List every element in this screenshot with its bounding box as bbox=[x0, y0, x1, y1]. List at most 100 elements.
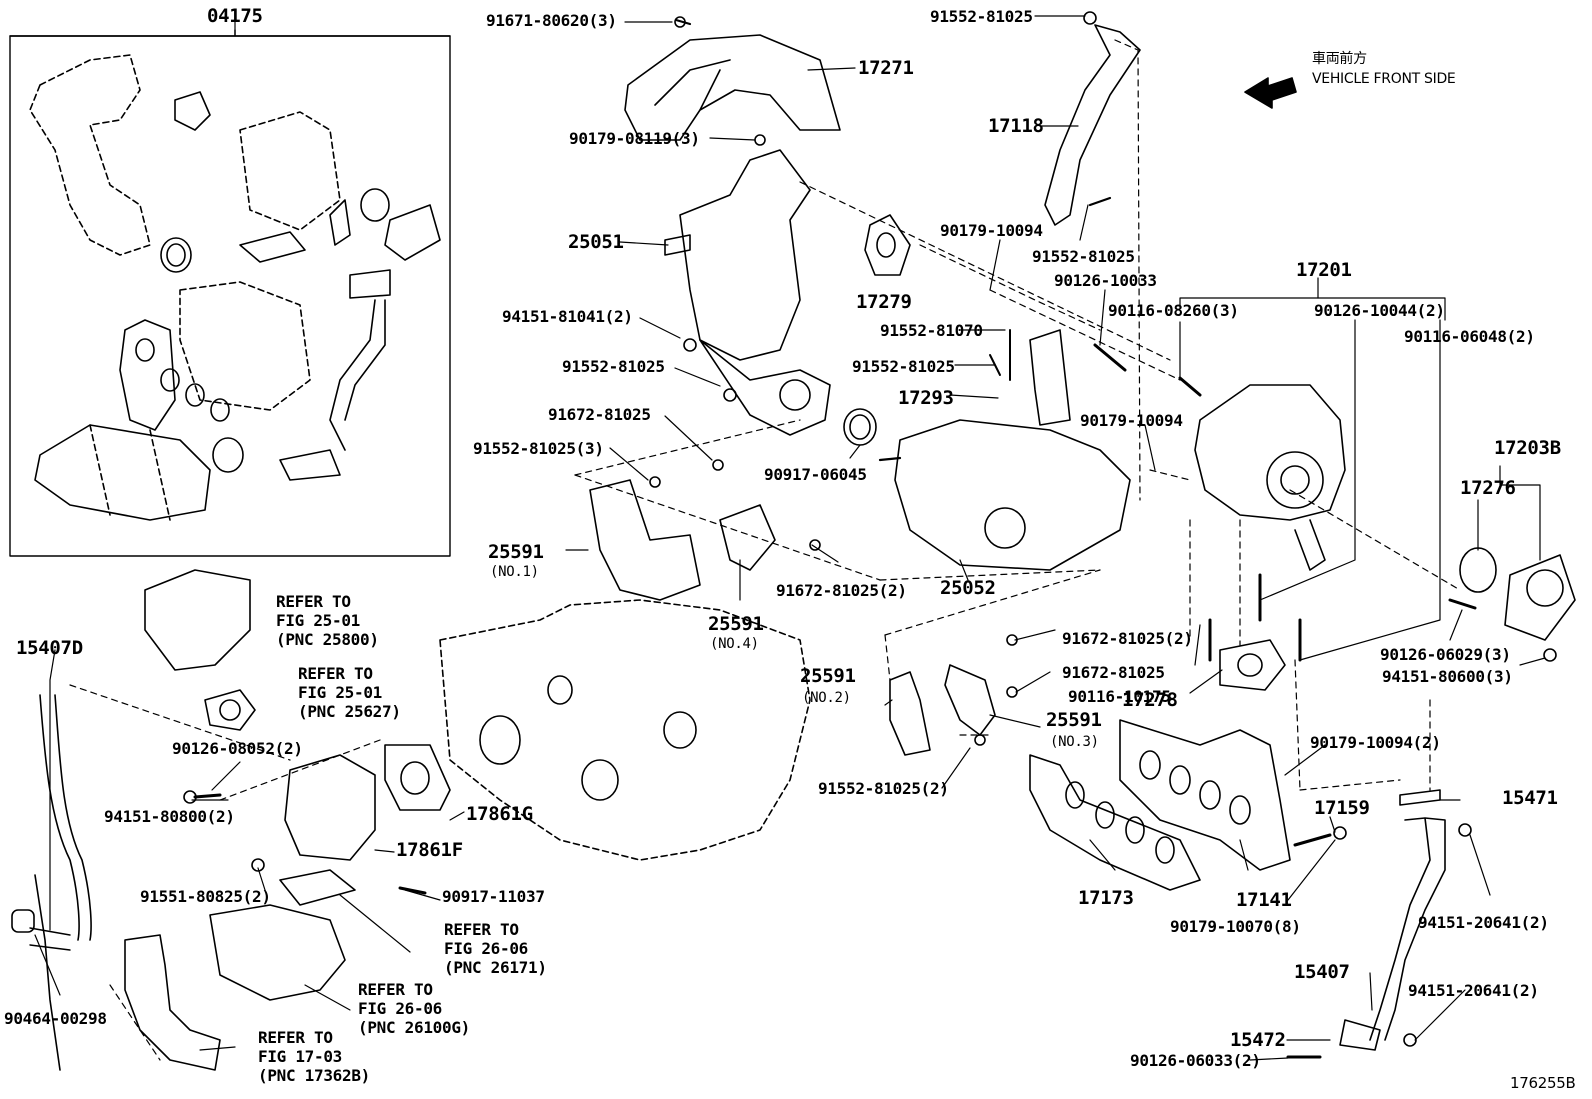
part-label-90126-10033: 90126-10033 bbox=[1054, 271, 1157, 290]
part-label-91672-81025-2b: 91672-81025(2) bbox=[1062, 629, 1193, 648]
part-sublabel-no2: (NO.2) bbox=[802, 690, 851, 706]
part-label-17173: 17173 bbox=[1078, 887, 1134, 909]
manifold-gasket-17173 bbox=[1029, 754, 1201, 891]
part-label-17159: 17159 bbox=[1314, 797, 1370, 819]
part-label-91672-81025-b: 91672-81025 bbox=[1062, 663, 1165, 682]
part-label-94151-20641-b: 94151-20641(2) bbox=[1408, 981, 1539, 1000]
part-label-15472: 15472 bbox=[1230, 1029, 1286, 1051]
part-label-90116-10175: 90116-10175 bbox=[1068, 687, 1171, 706]
reference-line-3: (PNC 26171) bbox=[444, 958, 547, 977]
part-label-25051: 25051 bbox=[568, 231, 624, 253]
reference-line-1: REFER TO bbox=[298, 664, 373, 683]
part-label-25591-no4: 25591 bbox=[708, 613, 764, 635]
reference-17362B: REFER TO FIG 17-03 (PNC 17362B) bbox=[258, 1028, 370, 1085]
part-label-17861G: 17861G bbox=[466, 803, 533, 825]
part-label-94151-80800: 94151-80800(2) bbox=[104, 807, 235, 826]
part-label-15407D: 15407D bbox=[16, 637, 83, 659]
part-label-90126-06029: 90126-06029(3) bbox=[1380, 645, 1511, 664]
stay-17118 bbox=[1044, 24, 1141, 226]
part-sublabel-no4: (NO.4) bbox=[710, 636, 759, 652]
reference-line-2: FIG 26-06 bbox=[444, 939, 528, 958]
part-label-17861F: 17861F bbox=[396, 839, 463, 861]
cylinder-head-outline bbox=[439, 599, 811, 861]
bracket-25591-no4 bbox=[719, 504, 776, 571]
egr-part-25800 bbox=[144, 569, 251, 671]
reference-line-1: REFER TO bbox=[258, 1028, 333, 1047]
part-label-17118: 17118 bbox=[988, 115, 1044, 137]
part-label-91552-81025-2: 91552-81025(2) bbox=[818, 779, 949, 798]
reference-line-1: REFER TO bbox=[276, 592, 351, 611]
part-label-90179-08119: 90179-08119(3) bbox=[569, 129, 700, 148]
arrow-left-icon bbox=[1244, 77, 1297, 109]
part-label-25591-no3: 25591 bbox=[1046, 709, 1102, 731]
part-sublabel-no1: (NO.1) bbox=[490, 564, 539, 580]
part-label-91672-81025: 91672-81025 bbox=[548, 405, 651, 424]
turbocharger-17201 bbox=[1194, 384, 1346, 521]
reference-line-1: REFER TO bbox=[444, 920, 519, 939]
reference-line-2: FIG 26-06 bbox=[358, 999, 442, 1018]
part-label-25052: 25052 bbox=[940, 577, 996, 599]
part-label-90917-11037: 90917-11037 bbox=[442, 887, 545, 906]
part-label-90464-00298: 90464-00298 bbox=[4, 1009, 107, 1028]
part-label-90179-10094: 90179-10094 bbox=[940, 221, 1043, 240]
part-label-17293: 17293 bbox=[898, 387, 954, 409]
part-label-91672-81025-2: 91672-81025(2) bbox=[776, 581, 907, 600]
part-label-94151-20641-a: 94151-20641(2) bbox=[1418, 913, 1549, 932]
part-label-94151-80600: 94151-80600(3) bbox=[1382, 667, 1513, 686]
part-label-90126-08052: 90126-08052(2) bbox=[172, 739, 303, 758]
part-label-90917-06045: 90917-06045 bbox=[764, 465, 867, 484]
kit-box-04175 bbox=[9, 29, 451, 557]
part-label-17278: 17278 bbox=[1122, 689, 1178, 711]
part-label-17279: 17279 bbox=[856, 291, 912, 313]
part-label-91671-80620: 91671-80620(3) bbox=[486, 11, 617, 30]
part-label-25591-no2: 25591 bbox=[800, 665, 856, 687]
bracket-25591-no3 bbox=[944, 664, 996, 736]
reference-line-2: FIG 25-01 bbox=[298, 683, 382, 702]
part-label-15471: 15471 bbox=[1502, 787, 1558, 809]
water-inlet-26100G bbox=[209, 904, 346, 1001]
reference-26171: REFER TO FIG 26-06 (PNC 26171) bbox=[444, 920, 547, 977]
part-label-91552-81025-3: 91552-81025(3) bbox=[473, 439, 604, 458]
part-label-90179-10070: 90179-10070(8) bbox=[1170, 917, 1301, 936]
figure-id: 176255B bbox=[1510, 1074, 1576, 1092]
part-label-17141: 17141 bbox=[1236, 889, 1292, 911]
part-label-91552-81025-c: 91552-81025 bbox=[852, 357, 955, 376]
exhaust-manifold-17141 bbox=[1119, 719, 1291, 871]
reference-line-2: FIG 25-01 bbox=[276, 611, 360, 630]
part-label-17201: 17201 bbox=[1296, 259, 1352, 281]
part-label-25591-no1: 25591 bbox=[488, 541, 544, 563]
part-label-15407: 15407 bbox=[1294, 961, 1350, 983]
converter-25051 bbox=[679, 149, 811, 361]
water-tube-15407 bbox=[1369, 817, 1446, 1041]
part-label-90126-10044: 90126-10044(2) bbox=[1314, 301, 1445, 320]
part-label-90126-06033: 90126-06033(2) bbox=[1130, 1051, 1261, 1070]
part-label-90116-06048: 90116-06048(2) bbox=[1404, 327, 1535, 346]
part-label-90116-08260: 90116-08260(3) bbox=[1108, 301, 1239, 320]
part-label-91552-81025-b: 91552-81025 bbox=[1032, 247, 1135, 266]
reference-line-3: (PNC 26100G) bbox=[358, 1018, 470, 1037]
orientation-label-jp: 車両前方 bbox=[1312, 51, 1367, 67]
reference-25627: REFER TO FIG 25-01 (PNC 25627) bbox=[298, 664, 401, 721]
orientation-label-en: VEHICLE FRONT SIDE bbox=[1312, 71, 1456, 87]
part-label-90179-10094-b: 90179-10094 bbox=[1080, 411, 1183, 430]
part-label-90179-10094-2: 90179-10094(2) bbox=[1310, 733, 1441, 752]
part-sublabel-no3: (NO.3) bbox=[1050, 734, 1099, 750]
bracket-25591-no1 bbox=[589, 479, 701, 601]
reference-25800: REFER TO FIG 25-01 (PNC 25800) bbox=[276, 592, 379, 649]
part-label-94151-81041: 94151-81041(2) bbox=[502, 307, 633, 326]
water-hose-17362B bbox=[124, 934, 221, 1071]
part-label-91552-81070: 91552-81070 bbox=[880, 321, 983, 340]
reference-line-3: (PNC 25800) bbox=[276, 630, 379, 649]
part-label-17271: 17271 bbox=[858, 57, 914, 79]
part-label-91552-81025-top: 91552-81025 bbox=[930, 7, 1033, 26]
converter-25052 bbox=[894, 419, 1131, 571]
reference-line-3: (PNC 17362B) bbox=[258, 1066, 370, 1085]
reference-line-1: REFER TO bbox=[358, 980, 433, 999]
reference-line-3: (PNC 25627) bbox=[298, 702, 401, 721]
reference-26100G: REFER TO FIG 26-06 (PNC 26100G) bbox=[358, 980, 470, 1037]
part-label-91552-81025: 91552-81025 bbox=[562, 357, 665, 376]
reference-line-2: FIG 17-03 bbox=[258, 1047, 342, 1066]
part-label-04175: 04175 bbox=[207, 5, 263, 27]
